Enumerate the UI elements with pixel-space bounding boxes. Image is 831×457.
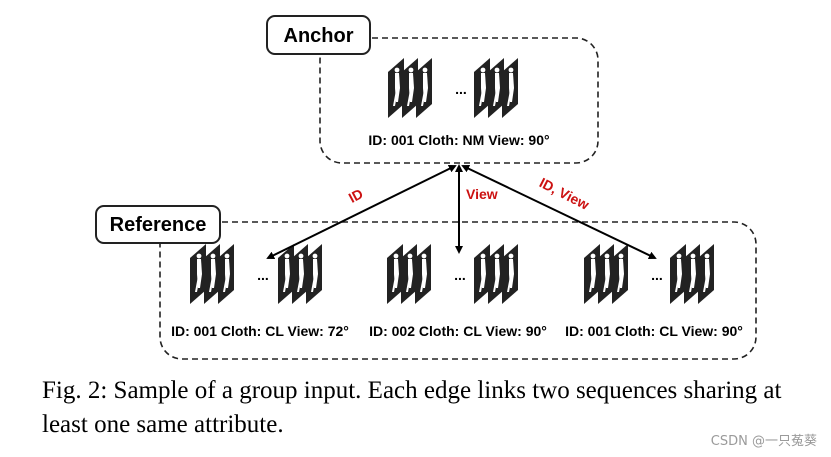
anchor-title: Anchor: [284, 25, 354, 47]
anchor-frame: [319, 37, 599, 164]
reference-title-box: [95, 205, 221, 244]
edge-id-view-arrow: [461, 164, 657, 260]
reference-label-2: ID: 002 Cloth: CL View: 90°: [369, 323, 547, 339]
reference-label-3: ID: 001 Cloth: CL View: 90°: [565, 323, 743, 339]
edge-id-label: ID: [346, 185, 366, 206]
edge-id-arrow: [266, 165, 457, 259]
edge-view-label: View: [466, 186, 498, 202]
reference-sequence-2: ...: [387, 244, 518, 304]
anchor-label: ID: 001 Cloth: NM View: 90°: [368, 132, 549, 148]
anchor-sequence: ...: [388, 58, 518, 118]
group-input-diagram: Anchor ... ID: 001 Cloth: NM View: 90° R…: [95, 15, 757, 360]
reference-sequence-1: ...: [190, 244, 322, 304]
edge-id-view-label: ID, View: [537, 174, 592, 213]
reference-sequence-3: ...: [584, 244, 714, 304]
reference-label-1: ID: 001 Cloth: CL View: 72°: [171, 323, 349, 339]
ref3-ellipsis: ...: [651, 267, 663, 283]
ref2-ellipsis: ...: [454, 267, 466, 283]
reference-title: Reference: [110, 214, 207, 236]
anchor-title-box: [266, 15, 371, 55]
csdn-watermark: CSDN @一只菟葵: [710, 434, 817, 449]
figure-caption: Fig. 2: Sample of a group input. Each ed…: [42, 377, 782, 438]
anchor-ellipsis: ...: [455, 81, 467, 97]
ref1-ellipsis: ...: [257, 267, 269, 283]
